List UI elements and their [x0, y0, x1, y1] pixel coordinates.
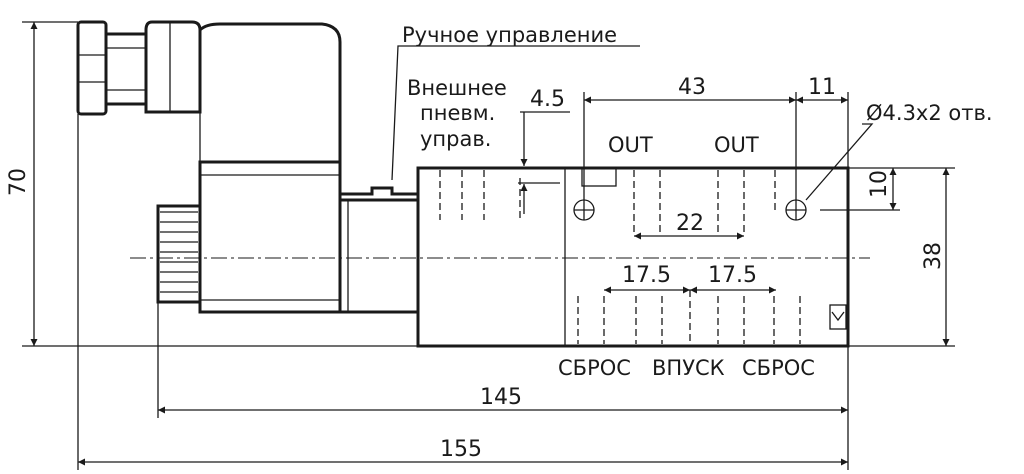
dim-22: 22 — [676, 211, 704, 236]
dim-17-5-left: 17.5 — [622, 263, 671, 288]
external-pilot-label-line2: пневм. — [420, 101, 495, 125]
dim-4-5: 4.5 — [530, 87, 565, 112]
coil-knurl — [160, 211, 198, 293]
dim-17-5-right: 17.5 — [708, 263, 757, 288]
pilot-section — [338, 186, 420, 314]
external-pilot-label-line1: Внешнее — [407, 76, 507, 100]
hidden-lines — [439, 170, 801, 344]
manual-control-label: Ручное управление — [402, 23, 617, 47]
dim-11: 11 — [808, 75, 836, 100]
dim-145: 145 — [480, 385, 522, 410]
port-out-left-label: OUT — [608, 133, 653, 157]
dim-38: 38 — [921, 242, 946, 270]
dimension-lines — [22, 21, 955, 470]
dim-70: 70 — [6, 168, 31, 196]
port-out-right-label: OUT — [714, 133, 759, 157]
port-inlet-label: ВПУСК — [652, 356, 725, 380]
external-pilot-label-line3: управ. — [420, 127, 491, 151]
valve-body — [416, 166, 850, 348]
holes-label: Ø4.3x2 отв. — [866, 101, 993, 125]
port-exhaust-right-label: СБРОС — [742, 356, 815, 380]
dim-10: 10 — [867, 170, 892, 198]
port-exhaust-left-label: СБРОС — [558, 356, 631, 380]
dim-43: 43 — [678, 75, 706, 100]
dim-155: 155 — [440, 437, 482, 462]
solenoid-connector — [76, 20, 342, 162]
solenoid-coil — [156, 160, 342, 314]
